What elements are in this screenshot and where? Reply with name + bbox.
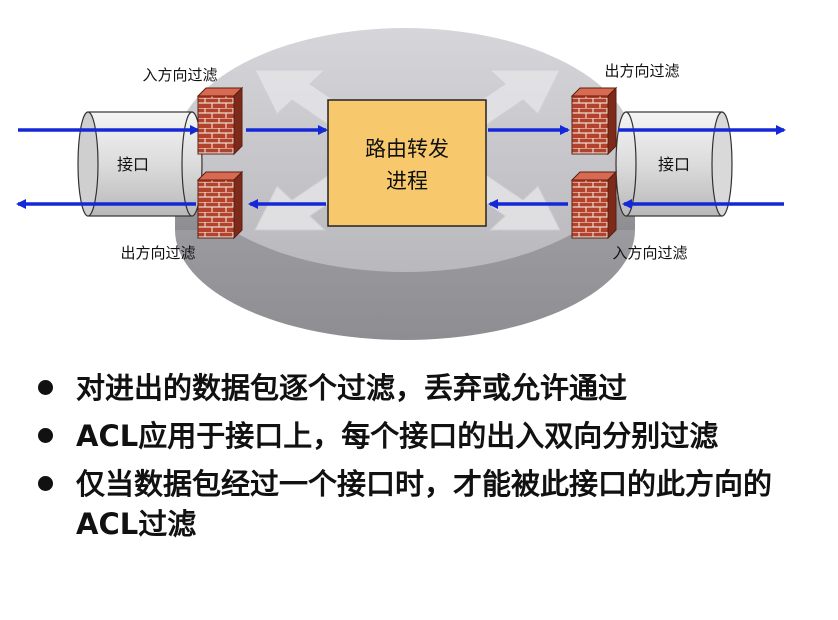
bullet-item: 仅当数据包经过一个接口时，才能被此接口的此方向的ACL过滤 bbox=[38, 464, 828, 544]
bullet-dot-icon bbox=[38, 428, 53, 443]
left-interface-label: 接口 bbox=[117, 155, 149, 174]
right-interface: 接口 bbox=[615, 111, 733, 217]
acl-filtering-diagram: 接口 接口 路由转发 进程 入方向过滤 出方向过滤 出方向过滤 入方向过滤 bbox=[16, 28, 786, 340]
arrow-icon bbox=[16, 125, 786, 209]
right-interface-label: 接口 bbox=[658, 155, 690, 174]
filter-label-top-left: 入方向过滤 bbox=[142, 66, 217, 84]
bullet-text: ACL应用于接口上，每个接口的出入双向分别过滤 bbox=[76, 419, 719, 453]
bullet-list: 对进出的数据包逐个过滤，丢弃或允许通过 ACL应用于接口上，每个接口的出入双向分… bbox=[38, 368, 828, 552]
bullet-dot-icon bbox=[38, 476, 53, 491]
filter-label-bottom-right: 入方向过滤 bbox=[612, 244, 687, 262]
bullet-text: 仅当数据包经过一个接口时，才能被此接口的此方向的ACL过滤 bbox=[76, 467, 773, 541]
bullet-item: ACL应用于接口上，每个接口的出入双向分别过滤 bbox=[38, 416, 828, 456]
router-icon bbox=[175, 28, 635, 340]
bullet-item: 对进出的数据包逐个过滤，丢弃或允许通过 bbox=[38, 368, 828, 408]
routing-process-box: 路由转发 进程 bbox=[327, 99, 487, 227]
bullet-dot-icon bbox=[38, 380, 53, 395]
process-label-line1: 路由转发 bbox=[365, 137, 449, 161]
filter-label-top-right: 出方向过滤 bbox=[604, 62, 679, 80]
bullet-text: 对进出的数据包逐个过滤，丢弃或允许通过 bbox=[76, 371, 628, 405]
process-label-line2: 进程 bbox=[386, 169, 428, 193]
left-interface: 接口 bbox=[77, 111, 203, 217]
filter-label-bottom-left: 出方向过滤 bbox=[120, 244, 195, 262]
